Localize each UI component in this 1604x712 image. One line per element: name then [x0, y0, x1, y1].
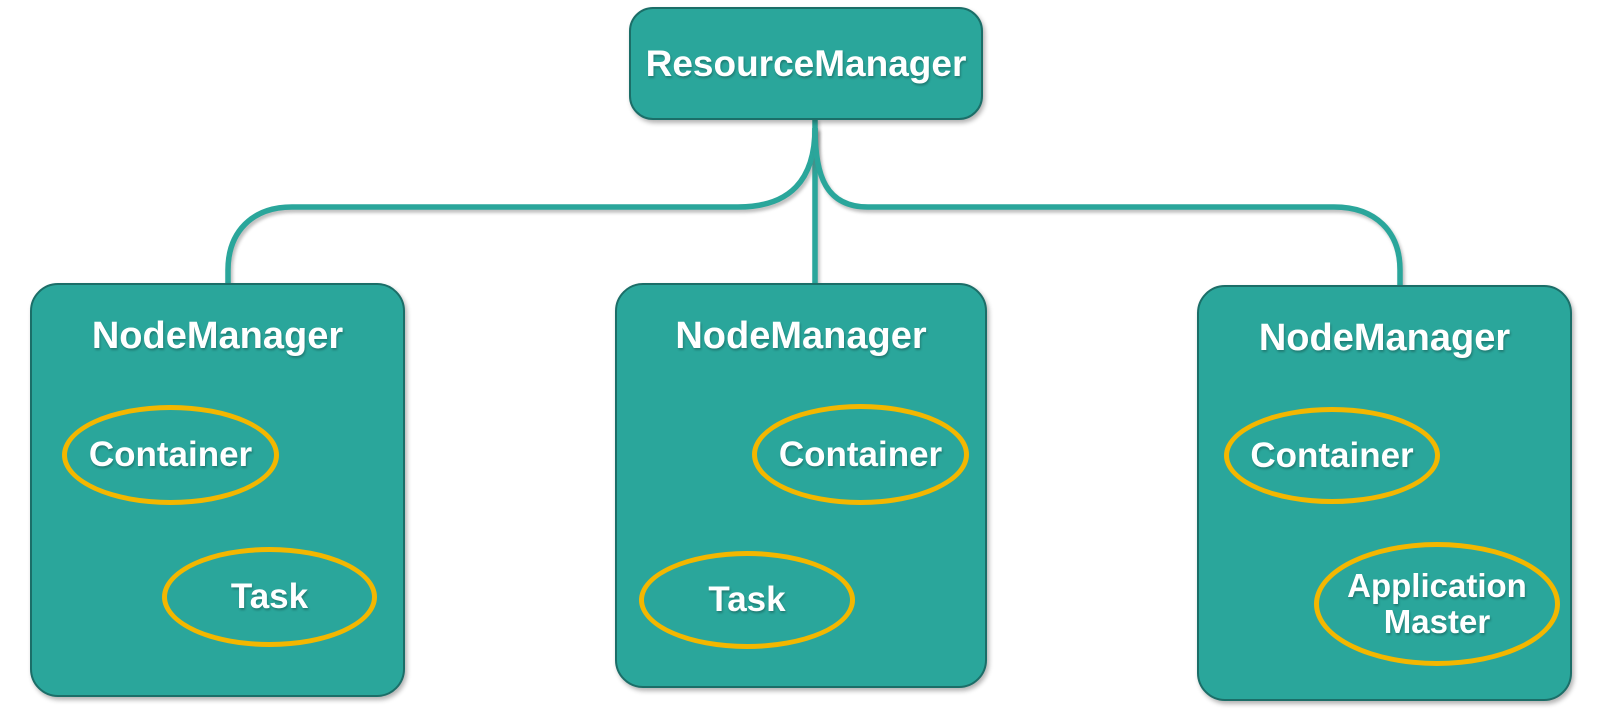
task-label: Task: [230, 577, 309, 617]
resource-manager-node: ResourceManager: [629, 7, 983, 120]
node-manager-box-2: NodeManager Container Task: [615, 283, 987, 688]
container-label: Container: [88, 435, 253, 475]
node-manager-2-label: NodeManager: [675, 315, 927, 357]
container-ellipse: Container: [1224, 407, 1440, 504]
resource-manager-label: ResourceManager: [645, 42, 967, 84]
node-manager-3-label: NodeManager: [1258, 317, 1511, 359]
node-manager-box-1: NodeManager Container Task: [30, 283, 405, 697]
container-label: Container: [778, 434, 943, 474]
node-manager-box-3: NodeManager Container Application Master: [1197, 285, 1572, 701]
application-master-label: Application Master: [1347, 567, 1527, 640]
connector-left-branch: [225, 127, 818, 285]
task-ellipse: Task: [162, 547, 377, 647]
connector-right-branch: [812, 127, 1403, 287]
container-ellipse: Container: [752, 404, 969, 505]
node-manager-1-label: NodeManager: [91, 315, 344, 357]
task-label: Task: [708, 580, 786, 620]
container-ellipse: Container: [62, 405, 279, 505]
task-ellipse: Task: [639, 551, 855, 649]
container-label: Container: [1250, 435, 1414, 475]
application-master-ellipse: Application Master: [1314, 542, 1560, 666]
